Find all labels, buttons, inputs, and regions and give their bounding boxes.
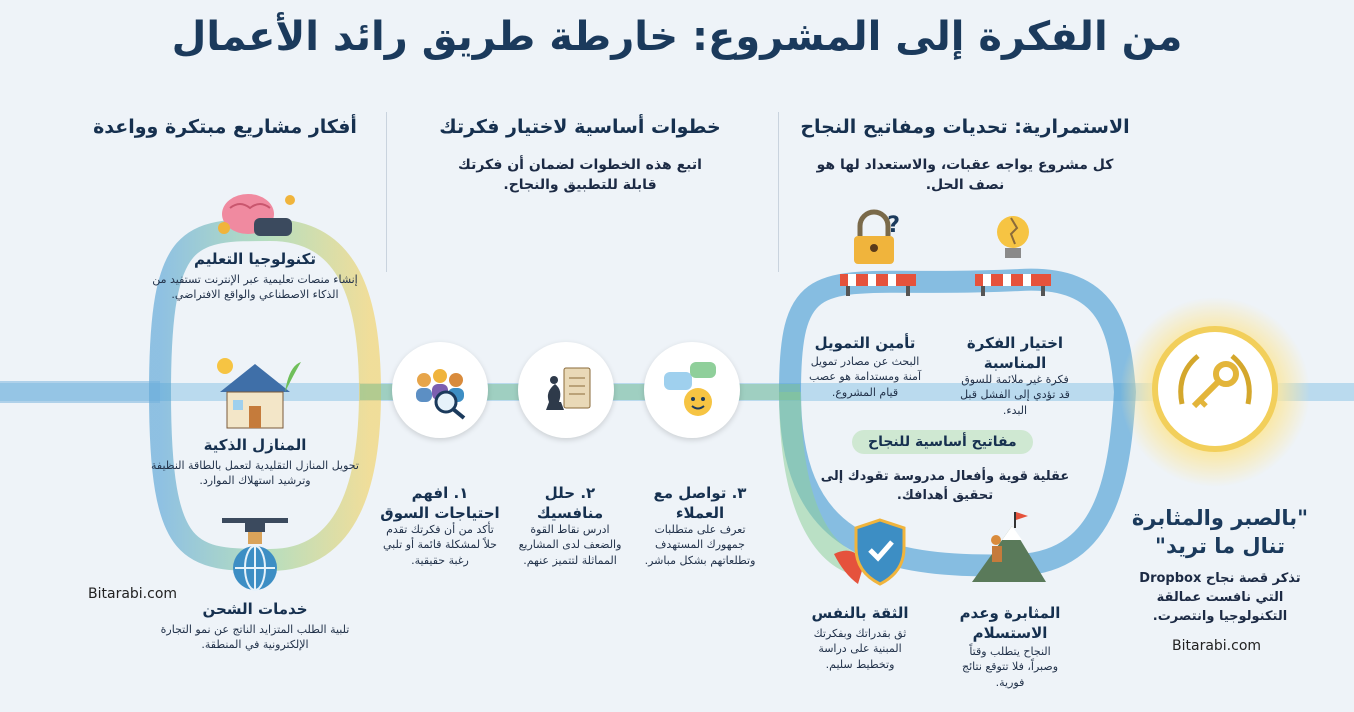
keys-pill: مفاتيح أساسية للنجاح [852, 430, 1033, 454]
step-1-title: ١. افهم احتياجات السوق [380, 484, 500, 522]
watermark-left: Bitarabi.com [88, 586, 178, 602]
idea-2-title: المنازل الذكية [203, 436, 307, 454]
step-1-desc: تأكد من أن فكرتك تقدم حلاً لمشكلة قائمة … [383, 523, 497, 567]
ideas-heading: أفكار مشاريع مبتكرة وواعدة [93, 116, 357, 138]
chess-clipboard-icon [546, 367, 591, 410]
padlock-question-icon: ? [840, 206, 920, 296]
key-1-title: المثابرة وعدم الاستسلام [959, 604, 1061, 642]
challenge-2-title: تأمين التمويل [814, 334, 916, 352]
steps-heading: خطوات أساسية لاختيار فكرتك [439, 116, 721, 138]
goal-circle [1152, 326, 1278, 452]
step-3-circle [644, 342, 740, 438]
step-2-circle [518, 342, 614, 438]
broken-lightbulb-icon [975, 206, 1055, 296]
steps-subtitle: اتبع هذه الخطوات لضمان أن فكرتك قابلة لل… [458, 157, 702, 194]
key-1-desc: النجاح يتطلب وقتاً وصبراً، فلا تتوقع نتا… [961, 645, 1059, 689]
watermark-right: Bitarabi.com [1172, 638, 1262, 654]
step-3-desc: تعرف على متطلبات جمهورك المستهدف وتطلعات… [644, 523, 756, 567]
audience-magnifier-icon [416, 369, 466, 420]
shield-cape-icon [830, 514, 920, 594]
divider-left [386, 112, 387, 272]
step-1-circle [392, 342, 488, 438]
idea-2-desc: تحويل المنازل التقليدية لتعمل بالطاقة ال… [151, 459, 359, 488]
key-2-title: الثقة بالنفس [811, 604, 909, 622]
climber-mountain-icon [968, 506, 1048, 586]
goal-desc: تذكر قصة نجاح Dropbox التي نافست عمالقة … [1139, 571, 1301, 624]
smart-home-icon [205, 352, 305, 432]
continuity-subtitle: كل مشروع يواجه عقبات، والاستعداد لها هو … [816, 157, 1114, 194]
goal-quote: "بالصبر والمثابرة تنال ما تريد" [1131, 506, 1309, 559]
step-3-title: ٣. تواصل مع العملاء [653, 484, 747, 522]
chat-bubbles-icon [664, 362, 716, 416]
brain-vr-icon [210, 188, 300, 248]
page-title: من الفكرة إلى المشروع: خارطة طريق رائد ا… [171, 14, 1183, 60]
idea-1-title: تكنولوجيا التعليم [193, 250, 317, 268]
challenge-2-desc: البحث عن مصادر تمويل آمنة ومستدامة هو عص… [809, 355, 921, 399]
step-2-desc: ادرس نقاط القوة والضعف لدى المشاريع المم… [518, 523, 622, 567]
svg-text:?: ? [887, 213, 900, 238]
idea-3-desc: تلبية الطلب المتزايد الناتج عن نمو التجا… [160, 623, 350, 652]
key-2-desc: ثق بقدراتك وبفكرتك المبنية على دراسة وتخ… [813, 627, 907, 671]
step-2-title: ٢. حلل منافسيك [536, 484, 604, 522]
idea-3-title: خدمات الشحن [202, 600, 308, 618]
divider-right [778, 112, 779, 272]
idea-1-desc: إنشاء منصات تعليمية عبر الإنترنت تستفيد … [152, 273, 358, 302]
key-laurel-icon [1178, 354, 1252, 409]
drone-globe-icon [210, 512, 300, 592]
challenge-1-desc: فكرة غير ملائمة للسوق قد تؤدي إلى الفشل … [960, 373, 1070, 417]
challenge-1-title: اختيار الفكرة المناسبة [966, 334, 1064, 372]
keys-desc: عقلية قوية وأفعال مدروسة تقودك إلى تحقيق… [820, 469, 1070, 503]
continuity-heading: الاستمرارية: تحديات ومفاتيح النجاح [800, 116, 1130, 138]
